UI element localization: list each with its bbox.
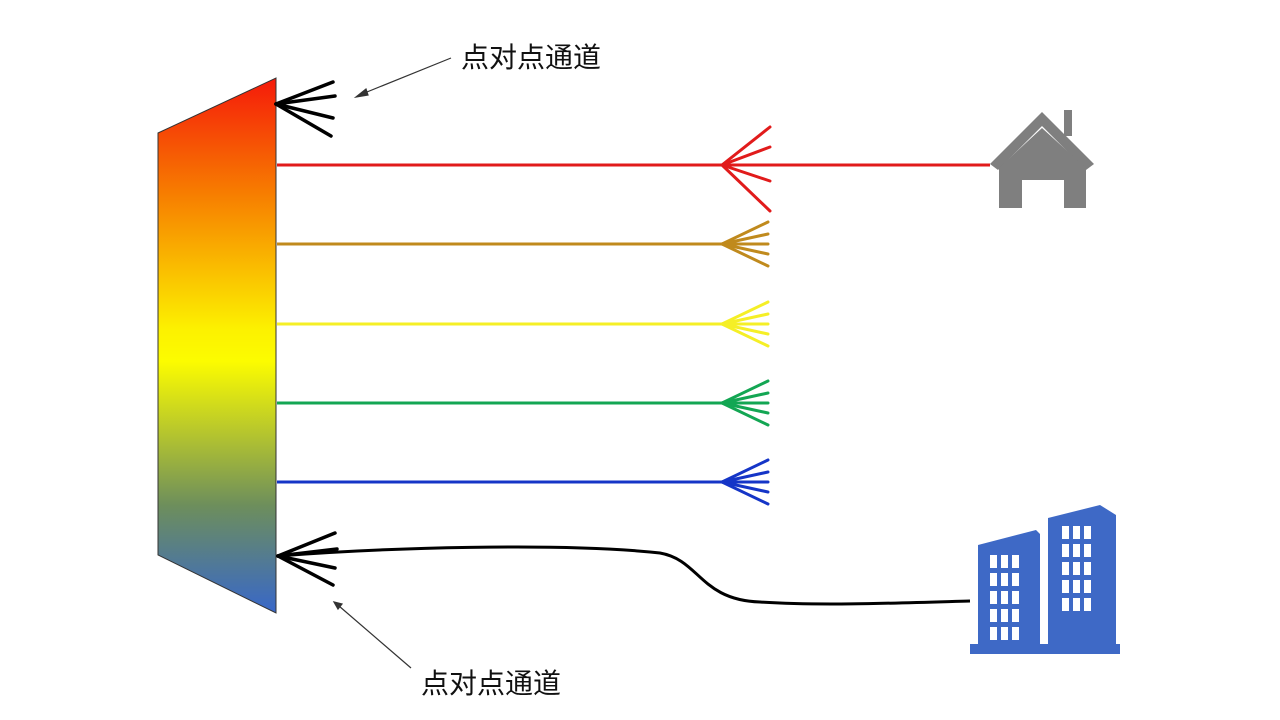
house-icon	[990, 110, 1094, 208]
channel-line-gold	[277, 220, 770, 268]
channel-line-yellow	[277, 300, 770, 348]
channel-line-green	[277, 379, 770, 427]
channel-line-blue	[277, 458, 770, 506]
leader-lines	[332, 57, 452, 669]
building-wire	[277, 545, 971, 606]
label-bottom-channel: 点对点通道	[421, 667, 562, 700]
top-fan-connector	[274, 80, 337, 138]
office-building-icon	[970, 505, 1120, 654]
bottom-fan-connector	[276, 531, 339, 587]
channel-line-red	[277, 125, 990, 213]
channel-box	[157, 77, 277, 614]
label-top-channel: 点对点通道	[461, 41, 602, 74]
